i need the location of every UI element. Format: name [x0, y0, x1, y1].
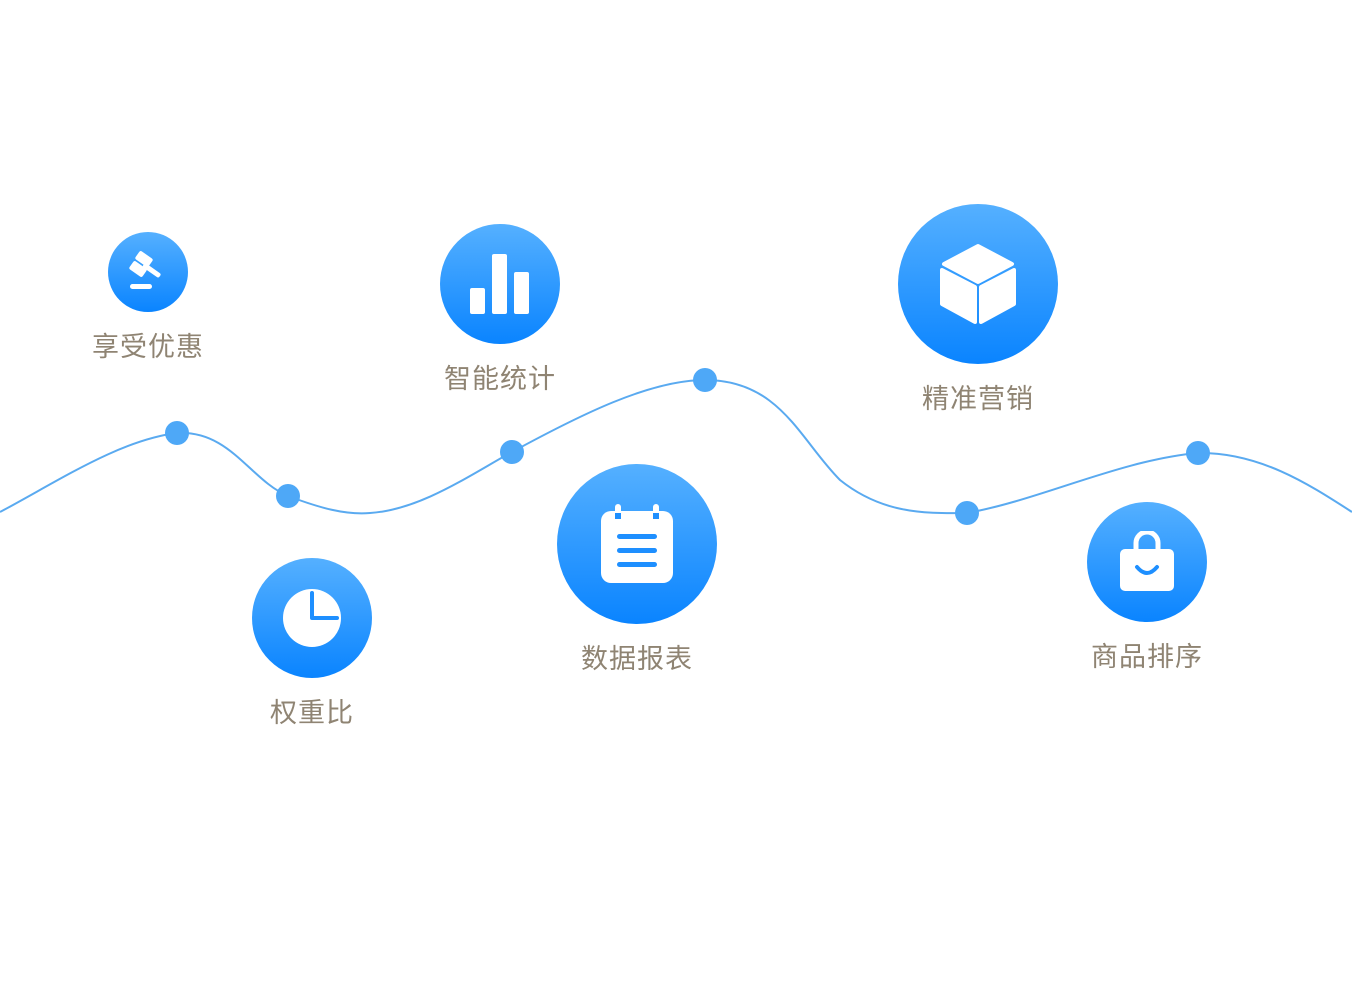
- wave-point: [1186, 441, 1210, 465]
- feature-discount-label: 享受优惠: [92, 332, 204, 363]
- wave-point: [276, 484, 300, 508]
- feature-sort-label: 商品排序: [1091, 642, 1203, 673]
- feature-weight-badge: [252, 558, 372, 678]
- feature-stats-badge: [440, 224, 560, 344]
- wave-point: [165, 421, 189, 445]
- feature-marketing: 精准营销: [898, 204, 1058, 413]
- feature-marketing-label: 精准营销: [922, 384, 1034, 415]
- wave-point: [693, 368, 717, 392]
- wave-line: [0, 378, 1352, 515]
- bar-chart-icon: [470, 254, 529, 314]
- feature-stats-label: 智能统计: [444, 364, 556, 395]
- feature-weight: 权重比: [252, 558, 372, 727]
- feature-sort-badge: [1087, 502, 1207, 622]
- gavel-icon: [129, 251, 161, 289]
- feature-stats: 智能统计: [440, 224, 560, 393]
- feature-report: 数据报表: [557, 464, 717, 673]
- feature-weight-label: 权重比: [270, 698, 354, 729]
- pie-chart-icon: [283, 589, 341, 647]
- notepad-icon: [601, 504, 673, 583]
- feature-report-label: 数据报表: [581, 644, 693, 675]
- shopping-bag-icon: [1120, 531, 1174, 591]
- feature-report-badge: [557, 464, 717, 624]
- feature-discount-badge: [108, 232, 188, 312]
- wave-point: [500, 440, 524, 464]
- wave-point: [955, 501, 979, 525]
- feature-sort: 商品排序: [1087, 502, 1207, 671]
- cube-icon: [940, 244, 1016, 324]
- feature-discount: 享受优惠: [92, 232, 204, 361]
- feature-marketing-badge: [898, 204, 1058, 364]
